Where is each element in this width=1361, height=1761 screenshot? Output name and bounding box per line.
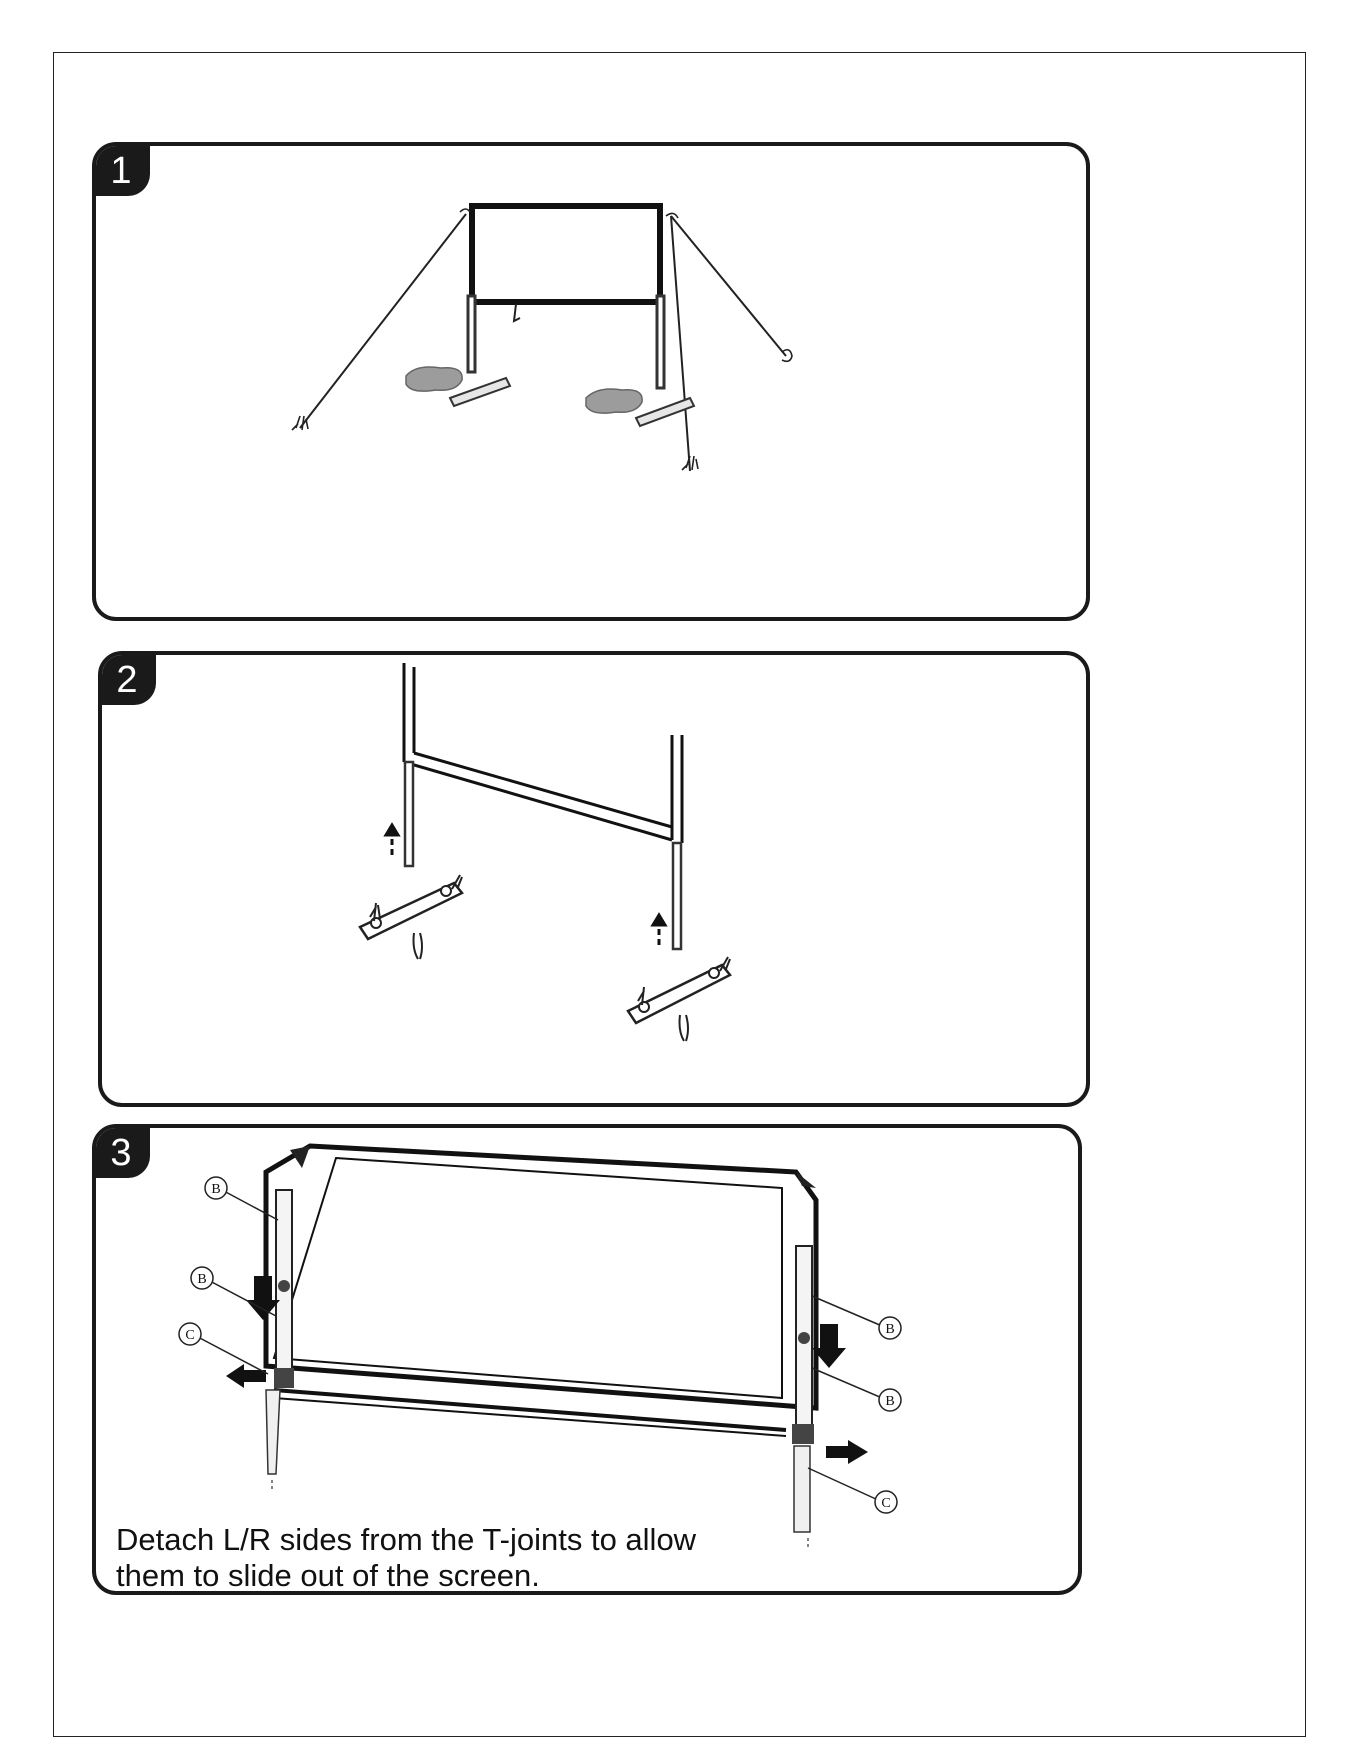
callout-label: B	[885, 1322, 894, 1337]
callout-label: B	[885, 1394, 894, 1409]
step-3-caption: Detach L/R sides from the T-joints to al…	[116, 1522, 696, 1594]
step-2-panel: 2	[98, 651, 1090, 1107]
step-1-panel: 1	[92, 142, 1090, 621]
callout-label: B	[211, 1182, 220, 1197]
arrow-left	[226, 1364, 266, 1388]
step-2-illustration	[102, 655, 1090, 1107]
arrow-right	[826, 1440, 868, 1464]
caption-line: them to slide out of the screen.	[116, 1558, 696, 1594]
sandbag-right	[586, 389, 642, 413]
step-1-illustration	[96, 146, 1090, 621]
sandbag-left	[406, 367, 462, 391]
callout-label: C	[881, 1496, 890, 1511]
callout-label: B	[197, 1272, 206, 1287]
callout-label: C	[185, 1328, 194, 1343]
caption-line: Detach L/R sides from the T-joints to al…	[116, 1522, 696, 1558]
step-3-panel: 3	[92, 1124, 1082, 1595]
